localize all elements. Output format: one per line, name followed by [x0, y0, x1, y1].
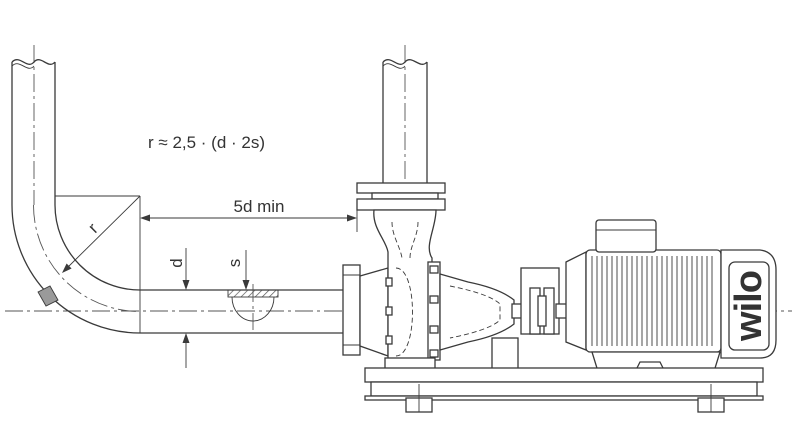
volute-hidden-line-left [391, 221, 403, 259]
diameter-arrow-bottom [182, 333, 190, 343]
baseplate-top-rail [364, 367, 764, 383]
length-arrow-right [347, 214, 357, 222]
suction-flange [342, 264, 361, 356]
length-label: 5d min [233, 197, 284, 216]
casing-cover-flange [427, 261, 441, 361]
motor-cooling-fins [591, 256, 713, 346]
discharge-pipe-break-mark-inner [382, 63, 406, 69]
bearing-support-foot [491, 337, 519, 371]
cover-bolt [429, 295, 439, 304]
pump-discharge-flange [356, 198, 446, 211]
bearing-bracket [439, 273, 515, 351]
casing-bolt [385, 277, 393, 287]
cover-bolt [429, 325, 439, 334]
discharge-pipe-break-mark [382, 59, 428, 65]
wall-arrow [242, 280, 250, 290]
wall-label: s [225, 259, 244, 268]
bearing-bracket-hidden-line [449, 285, 501, 339]
cover-bolt [429, 349, 439, 358]
radius-label: r [84, 219, 102, 237]
radius-arrowhead [62, 263, 72, 273]
riser-pipe-break-mark-inner [11, 63, 35, 69]
motor-drive-end-bell [565, 250, 587, 351]
elbow-inner-wall [54, 204, 141, 291]
cover-bolt [429, 265, 439, 274]
elbow-centerline [33, 204, 141, 312]
logo-plate [728, 261, 770, 351]
radius-formula: r ≈ 2,5 · (d · 2s) [148, 133, 265, 152]
wilo-logo: wilo [728, 271, 770, 342]
baseplate-web [370, 381, 758, 397]
length-arrow-left [140, 214, 150, 222]
discharge-pipe-flange [356, 182, 446, 194]
elbow-tab [37, 285, 59, 307]
radius-arrow-line [65, 195, 141, 270]
pump-inlet-nozzle [359, 267, 389, 357]
terminal-box [595, 219, 657, 253]
motor-frame [585, 249, 722, 353]
impeller-hidden-outline [395, 267, 413, 357]
casing-bolt [385, 306, 393, 316]
discharge-gasket [371, 192, 439, 200]
diameter-label: d [167, 258, 186, 267]
elbow-outer-wall [11, 204, 141, 334]
diameter-arrow-top [182, 280, 190, 290]
coupling-spider [537, 295, 547, 327]
riser-pipe-break-mark [11, 59, 56, 65]
baseplate-bottom-rail [364, 395, 764, 401]
casing-bolt [385, 335, 393, 345]
volute-hidden-line-right [409, 221, 419, 259]
